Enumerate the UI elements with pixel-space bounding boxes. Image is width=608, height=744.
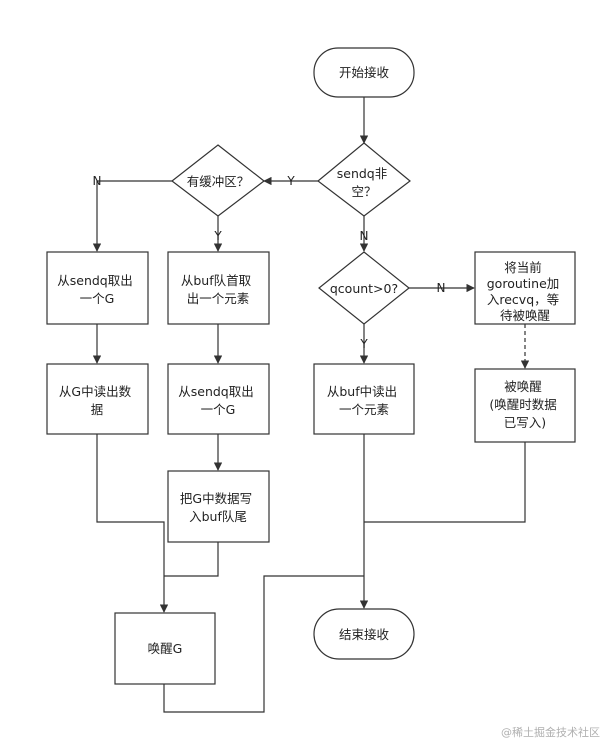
- node-write-to-buf-tail-label: 把G中数据写 入buf队尾: [180, 491, 256, 524]
- node-woken-up: 被唤醒 (唤醒时数据 已写入): [474, 368, 576, 443]
- node-qcount-check-label: qcount>0?: [330, 281, 398, 296]
- node-take-sendq-g-2: 从sendq取出 一个G: [167, 363, 270, 435]
- node-read-from-buf-label: 从buf中读出 一个元素: [327, 384, 401, 417]
- node-qcount-check: qcount>0?: [318, 251, 410, 325]
- edge-write-tail-to-wake: [164, 542, 219, 577]
- node-join-recvq-label: 将当前 goroutine加 入recvq，等 待被唤醒: [487, 260, 564, 323]
- node-start-label: 开始接收: [339, 65, 390, 80]
- node-take-buf-head: 从buf队首取 出一个元素: [167, 251, 270, 325]
- edges: [92, 97, 530, 713]
- edge-label-sendq-yes: Y: [286, 174, 295, 188]
- node-wake-g-label: 唤醒G: [148, 641, 183, 656]
- edge-wake-to-end: [163, 575, 364, 713]
- edge-buffer-no-to-take-g: [92, 180, 172, 252]
- node-write-to-buf-tail: 把G中数据写 入buf队尾: [167, 470, 270, 543]
- edge-label-sendq-no: N: [360, 229, 369, 243]
- edge-label-buffer-yes: Y: [213, 229, 222, 243]
- node-take-buf-head-label: 从buf队首取 出一个元素: [181, 273, 255, 306]
- node-read-from-g-label: 从G中读出数 据: [59, 384, 135, 417]
- edge-read-g-to-wake: [96, 434, 169, 613]
- edge-label-qcount-no: N: [437, 281, 446, 295]
- node-end-label: 结束接收: [339, 627, 390, 642]
- edge-labels: Y N N Y Y N: [93, 174, 446, 351]
- node-take-sendq-g-2-label: 从sendq取出 一个G: [178, 384, 257, 417]
- node-read-from-buf: 从buf中读出 一个元素: [313, 363, 415, 435]
- node-take-sendq-g-1-label: 从sendq取出 一个G: [57, 273, 136, 306]
- node-join-recvq: 将当前 goroutine加 入recvq，等 待被唤醒: [474, 251, 576, 325]
- node-wake-g: 唤醒G: [114, 612, 216, 685]
- watermark-text: @稀土掘金技术社区: [501, 725, 600, 739]
- node-sendq-empty: sendq非 空？: [317, 142, 411, 217]
- node-start: 开始接收: [313, 47, 415, 98]
- edge-label-qcount-yes: Y: [359, 337, 368, 351]
- node-take-sendq-g-1: 从sendq取出 一个G: [46, 251, 149, 325]
- node-sendq-empty-label: sendq非 空？: [337, 166, 391, 199]
- node-woken-up-label: 被唤醒 (唤醒时数据 已写入): [489, 379, 560, 430]
- node-has-buffer-label: 有缓冲区？: [187, 174, 250, 189]
- edge-label-buffer-no: N: [93, 174, 102, 188]
- node-read-from-g: 从G中读出数 据: [46, 363, 149, 435]
- edge-woken-to-end: [364, 442, 526, 523]
- node-end: 结束接收: [313, 608, 415, 660]
- node-has-buffer: 有缓冲区？: [171, 144, 265, 217]
